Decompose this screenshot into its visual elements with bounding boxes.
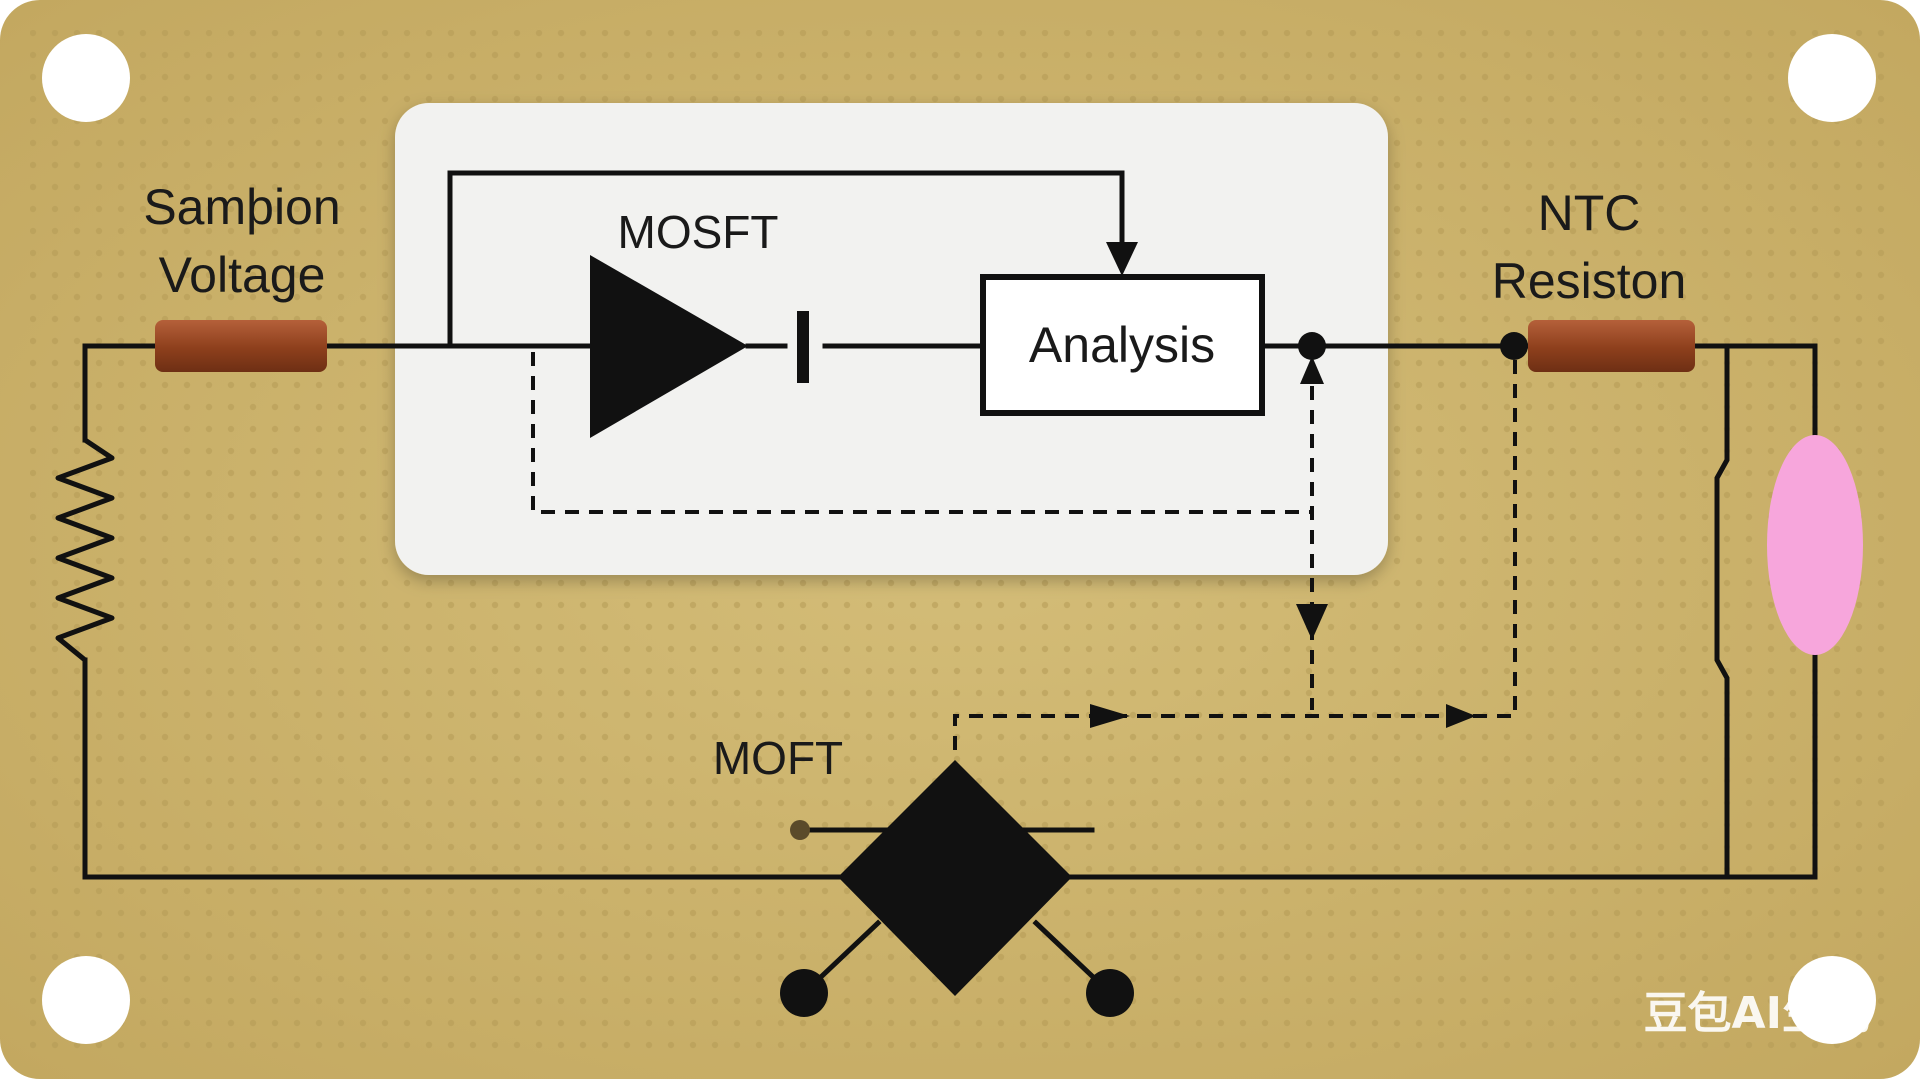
dashed-signal-lines xyxy=(531,352,1517,750)
diamond-mosfet-icon xyxy=(838,760,1072,996)
watermark: 豆包AI生成 xyxy=(1644,988,1870,1039)
arrowhead-icon xyxy=(1090,704,1130,728)
ntc-label-line2: Resiston xyxy=(1492,253,1687,309)
mount-hole-bottom-right xyxy=(1788,956,1876,1044)
pink-component xyxy=(1767,435,1863,655)
arrowhead-icon xyxy=(1300,356,1324,384)
sampling-voltage-label-line1: Samþion xyxy=(143,179,340,235)
zigzag-resistor-icon xyxy=(55,437,115,662)
mount-hole-top-right xyxy=(1788,34,1876,122)
mosfet-leg-terminal-right xyxy=(1086,969,1134,1017)
arrowhead-icon xyxy=(1296,604,1328,640)
capacitor-icon xyxy=(797,311,809,383)
sampling-resistor xyxy=(155,320,327,372)
mount-hole-bottom-left xyxy=(42,956,130,1044)
analysis-box xyxy=(980,274,1265,416)
gate-pad xyxy=(790,820,810,840)
arrowhead-icon xyxy=(1446,704,1476,728)
analysis-label: Analysis xyxy=(1029,317,1215,373)
analysis-panel xyxy=(395,103,1388,575)
ntc-resistor xyxy=(1528,320,1695,372)
amplifier-triangle-icon xyxy=(590,255,748,438)
mount-hole-top-left xyxy=(42,34,130,122)
junction-dot xyxy=(1500,332,1528,360)
mosfet-leg-terminal-left xyxy=(780,969,828,1017)
arrowhead-icon xyxy=(1106,242,1138,276)
junction-dot xyxy=(1298,332,1326,360)
sampling-voltage-label-line2: Voltage xyxy=(159,247,326,303)
ntc-label-line1: NTC xyxy=(1538,185,1641,241)
mosfet-top-label: MOSFT xyxy=(618,206,779,258)
mosfet-bottom-label: MOFT xyxy=(713,732,843,784)
wiring xyxy=(82,170,1818,997)
